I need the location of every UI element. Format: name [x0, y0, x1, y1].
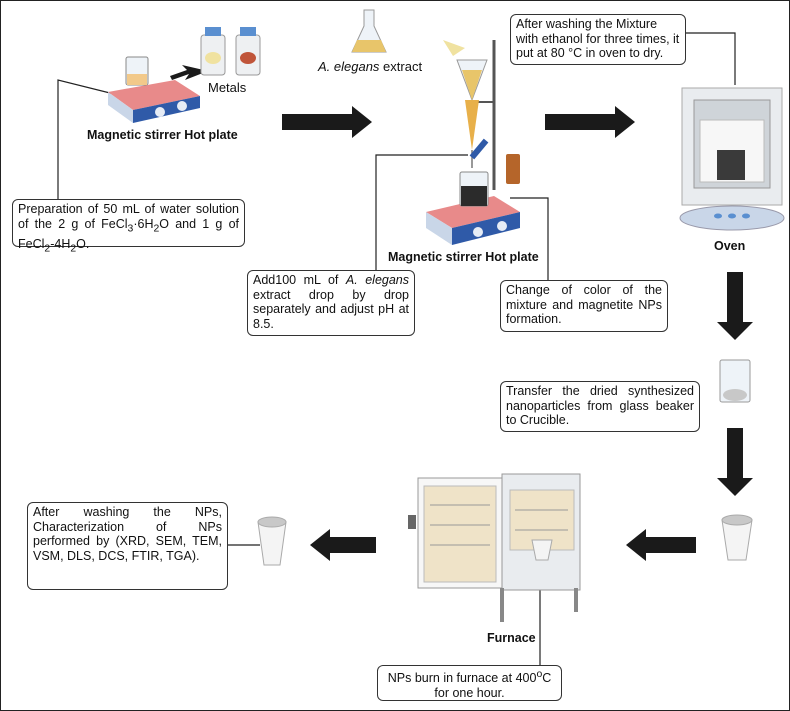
arrow-right-2: [545, 106, 635, 138]
step-add-extract-box: Add100 mL of A. elegans extract drop by …: [247, 270, 415, 336]
crucible-right-illustration: [721, 514, 753, 561]
add-text-2: extract drop by drop separately and adju…: [253, 287, 409, 331]
flow-arrows: [170, 65, 753, 561]
extract-label-text: extract: [379, 59, 423, 74]
step-color-change-box: Change of color of the mixture and magne…: [500, 280, 668, 332]
oven-illustration: [679, 87, 785, 231]
prep-text-2: ·6H: [133, 216, 154, 231]
arrow-down-2: [717, 428, 753, 496]
dried-beaker-illustration: [719, 359, 751, 403]
arrow-left-2: [310, 529, 376, 561]
step-burn-box: NPs burn in furnace at 400oC for one hou…: [377, 665, 562, 701]
burn-text-1: NPs burn in furnace at 400: [387, 671, 537, 686]
step-wash-dry-box: After washing the Mixture with ethanol f…: [510, 14, 686, 65]
connector-prep: [57, 79, 127, 200]
metal-bottles-illustration: [200, 27, 261, 76]
hotplate-1-label: Magnetic stirrer Hot plate: [87, 128, 238, 142]
connector-wash: [686, 32, 736, 85]
furnace-illustration: [408, 473, 581, 622]
connector-add: [375, 154, 468, 270]
hotplate-1-illustration: [108, 56, 200, 123]
hotplate-2-illustration: [426, 171, 520, 245]
dropping-funnel-illustration: [443, 40, 520, 190]
extract-label: A. elegans extract: [318, 59, 422, 74]
prep-sub-3: 2: [44, 243, 51, 254]
hotplate-2-label: Magnetic stirrer Hot plate: [388, 250, 539, 264]
arrow-metals: [170, 65, 208, 80]
metals-label: Metals: [208, 80, 247, 95]
prep-sub-1: 3: [127, 223, 134, 234]
extract-label-species: A. elegans: [318, 59, 380, 74]
extract-flask-illustration: [351, 9, 387, 53]
prep-sub-2: 2: [153, 223, 160, 234]
add-text-species: A. elegans: [345, 273, 409, 287]
arrow-down-1: [717, 272, 753, 340]
step-transfer-box: Transfer the dried synthesized nanoparti…: [500, 381, 700, 432]
crucible-left-illustration: [257, 516, 287, 566]
step-preparation-box: Preparation of 50 mL of water solution o…: [12, 199, 245, 254]
prep-sub-4: 2: [70, 243, 77, 254]
furnace-label: Furnace: [487, 631, 536, 645]
arrow-left-1: [626, 529, 696, 561]
add-text-1: Add100 mL of: [253, 273, 346, 287]
burn-sup: o: [536, 669, 543, 680]
arrow-right-1: [282, 106, 372, 138]
oven-label: Oven: [714, 239, 746, 253]
prep-text-5: O.: [76, 236, 90, 251]
connector-color: [510, 197, 549, 280]
step-characterization-box: After washing the NPs, Characterization …: [27, 502, 228, 590]
burn-text-2: C for one hour.: [434, 671, 552, 700]
prep-text-4: -4H: [50, 236, 71, 251]
prep-text: Preparation of 50 mL of water solution o…: [18, 202, 239, 231]
prep-text-3: O and 1 g of FeCl: [18, 216, 239, 251]
